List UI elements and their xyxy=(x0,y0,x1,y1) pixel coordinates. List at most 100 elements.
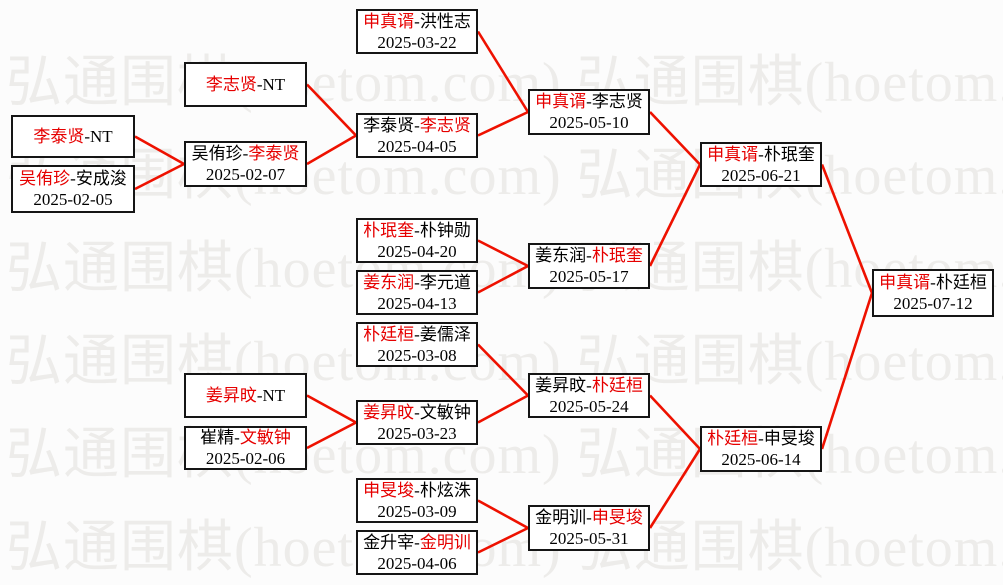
match-date: 2025-05-10 xyxy=(549,113,629,132)
connector-line xyxy=(648,448,702,529)
name-separator: - xyxy=(84,127,90,146)
match-date: 2025-03-22 xyxy=(377,32,457,52)
match-date: 2025-05-17 xyxy=(549,267,629,286)
match-date: 2025-07-12 xyxy=(893,294,973,313)
match-result: 吴侑珍-安成浚 xyxy=(19,168,127,189)
player2-name: 安成浚 xyxy=(75,169,127,188)
player2-name: 朴珉奎 xyxy=(763,144,815,164)
connector-line xyxy=(134,135,185,166)
player1-name: 朴珉奎 xyxy=(363,220,415,240)
player1-name: 申真谞 xyxy=(535,92,587,111)
name-separator: - xyxy=(414,532,420,552)
match-date: 2025-06-21 xyxy=(721,165,801,185)
name-separator: - xyxy=(414,115,420,135)
player2-name: NT xyxy=(262,386,286,405)
match-date: 2025-05-31 xyxy=(549,529,629,548)
player1-name: 吴侑珍 xyxy=(191,144,243,163)
match-result: 崔精-文敏钟 xyxy=(200,427,291,448)
match-result: 金明训-申旻埈 xyxy=(535,507,643,528)
connector-line xyxy=(134,162,185,191)
match-result: 申旻埈-朴炫洙 xyxy=(363,480,471,501)
match-date: 2025-02-06 xyxy=(205,449,286,468)
connector-line xyxy=(477,526,529,554)
connector-line xyxy=(648,163,702,267)
connector-line xyxy=(820,164,874,294)
player2-name: NT xyxy=(90,127,113,146)
connector-line xyxy=(477,110,529,137)
name-separator: - xyxy=(234,428,240,447)
name-separator: - xyxy=(758,429,764,448)
match-box[interactable]: 李志贤-NT xyxy=(184,62,307,107)
player1-name: 李志贤 xyxy=(205,75,257,94)
match-result: 申真谞-朴珉奎 xyxy=(707,144,815,165)
match-result: 李泰贤-李志贤 xyxy=(363,115,471,136)
player1-name: 吴侑珍 xyxy=(19,169,71,188)
match-date: 2025-05-24 xyxy=(549,396,629,416)
player2-name: 姜儒泽 xyxy=(419,324,471,344)
player2-name: 申旻埈 xyxy=(763,429,815,448)
player1-name: 姜昇旼 xyxy=(535,375,587,395)
name-separator: - xyxy=(414,324,420,344)
player1-name: 申真谞 xyxy=(879,273,931,292)
match-date: 2025-04-06 xyxy=(377,553,457,573)
name-separator: - xyxy=(586,92,592,111)
player2-name: 文敏钟 xyxy=(419,402,471,422)
name-separator: - xyxy=(586,375,592,395)
player2-name: 李志贤 xyxy=(591,92,643,111)
connector-line xyxy=(477,239,529,268)
name-separator: - xyxy=(758,144,764,164)
connector-line xyxy=(476,30,530,113)
connector-line xyxy=(477,343,529,397)
match-date: 2025-02-05 xyxy=(33,190,113,209)
player2-name: 李志贤 xyxy=(419,115,471,135)
match-result: 姜东润-朴珉奎 xyxy=(535,245,643,266)
player2-name: 金明训 xyxy=(419,532,471,552)
match-date: 2025-03-09 xyxy=(377,501,457,521)
match-result: 朴廷桓-申旻埈 xyxy=(707,428,815,449)
name-separator: - xyxy=(586,508,592,527)
player2-name: 李泰贤 xyxy=(248,144,300,163)
player1-name: 李泰贤 xyxy=(33,127,85,146)
match-box[interactable]: 姜昇旼-NT xyxy=(184,373,307,418)
player1-name: 申真谞 xyxy=(707,144,759,164)
player2-name: 文敏钟 xyxy=(239,428,291,447)
player2-name: 朴钟勋 xyxy=(419,220,471,240)
match-date: 2025-03-08 xyxy=(377,345,457,365)
player1-name: 申真谞 xyxy=(363,11,415,31)
match-result: 金升宰-金明训 xyxy=(363,532,471,553)
player2-name: 朴珉奎 xyxy=(591,246,643,265)
name-separator: - xyxy=(586,246,592,265)
player2-name: NT xyxy=(262,75,286,94)
match-result: 姜东润-李元道 xyxy=(363,272,471,293)
match-date: 2025-04-13 xyxy=(377,293,457,313)
player1-name: 李泰贤 xyxy=(363,115,415,135)
name-separator: - xyxy=(256,386,263,405)
player2-name: 朴炫洙 xyxy=(419,480,471,500)
name-separator: - xyxy=(414,480,420,500)
connector-line xyxy=(477,394,529,424)
match-result: 申真谞-朴廷桓 xyxy=(879,272,987,293)
match-box[interactable]: 李泰贤-NT xyxy=(11,115,135,158)
match-result: 申真谞-李志贤 xyxy=(535,91,643,112)
match-result: 吴侑珍-李泰贤 xyxy=(192,143,300,164)
player1-name: 姜东润 xyxy=(363,272,415,292)
connector-line xyxy=(306,83,357,137)
